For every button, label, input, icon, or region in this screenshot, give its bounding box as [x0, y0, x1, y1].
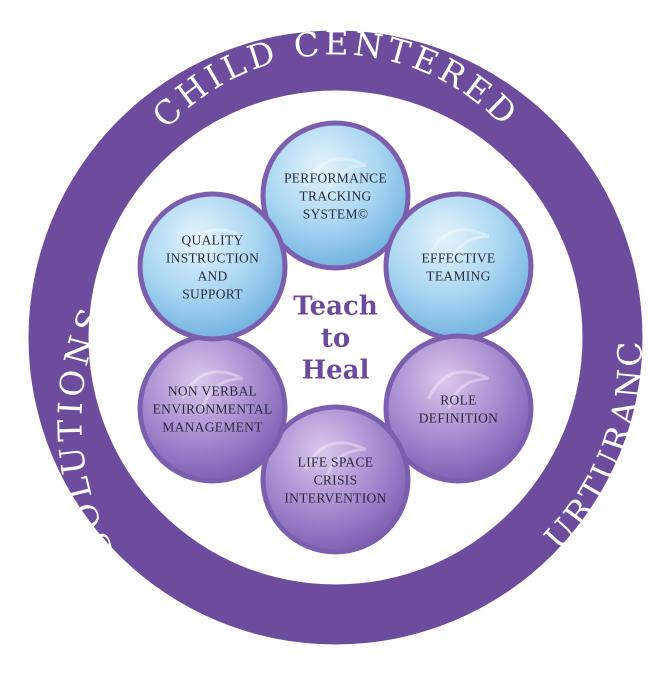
- node-fill: [388, 338, 529, 479]
- node-performance-tracking: PERFORMANCE TRACKING SYSTEM©: [260, 120, 411, 271]
- node-label-line: DEFINITION: [419, 411, 499, 426]
- node-label-line: PERFORMANCE: [284, 171, 387, 186]
- center-title-line: Teach: [293, 292, 378, 322]
- center-title-line: to: [321, 324, 350, 354]
- swirl-icon: [181, 228, 244, 267]
- swirl-icon: [427, 370, 490, 409]
- node-non-verbal-management: NON VERBAL ENVIRONMENTAL MANAGEMENT: [137, 333, 288, 484]
- node-fill: [142, 338, 283, 479]
- node-label-line: ROLE: [440, 393, 476, 408]
- node-label-line: NON VERBAL: [168, 384, 257, 399]
- node-label-line: AND: [197, 269, 227, 284]
- node-label-line: INSTRUCTION: [166, 251, 259, 266]
- swirl-icon: [304, 157, 367, 196]
- swirl-icon: [181, 370, 244, 409]
- node-label-line: ENVIRONMENTAL: [153, 402, 273, 417]
- node-label-line: EFFECTIVE: [421, 251, 495, 266]
- node-label-line: SUPPORT: [182, 287, 243, 302]
- node-fill: [388, 196, 529, 337]
- node-label-line: INTERVENTION: [284, 491, 386, 506]
- node-fill: [265, 125, 406, 266]
- node-role-definition: ROLE DEFINITION: [383, 333, 534, 484]
- node-label-line: MANAGEMENT: [162, 420, 263, 435]
- center-title-line: Heal: [302, 356, 370, 386]
- node-life-space-crisis: LIFE SPACE CRISIS INTERVENTION: [260, 404, 411, 555]
- node-label-line: QUALITY: [181, 233, 243, 248]
- node-fill: [265, 409, 406, 550]
- node-label-line: TRACKING: [299, 189, 371, 204]
- node-label-line: LIFE SPACE: [298, 455, 374, 470]
- node-effective-teaming: EFFECTIVE TEAMING: [383, 191, 534, 342]
- node-quality-instruction: QUALITY INSTRUCTION AND SUPPORT: [137, 191, 288, 342]
- node-label-line: TEAMING: [426, 269, 490, 284]
- node-label-line: CRISIS: [314, 473, 358, 488]
- node-fill: [142, 196, 283, 337]
- node-label-line: SYSTEM©: [303, 207, 369, 222]
- swirl-icon: [427, 228, 490, 267]
- swirl-icon: [304, 441, 367, 480]
- node-circles: PERFORMANCE TRACKING SYSTEM© EFFECTIVE TEAMI…: [137, 120, 534, 555]
